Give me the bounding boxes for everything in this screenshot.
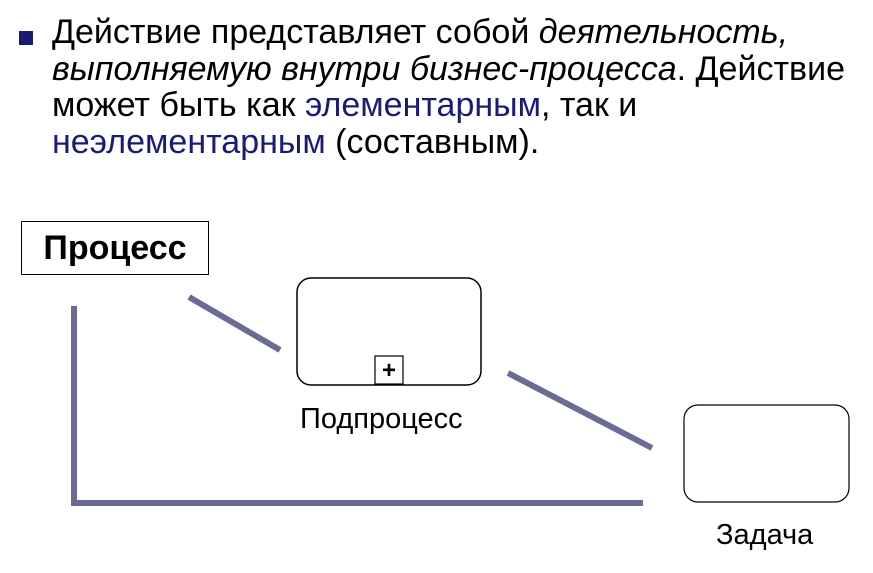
text-italic-definition: деятельность, выполняемую внутри бизнес-… [52,13,789,88]
task-label: Задача [716,519,814,551]
process-label-box: Процесс [21,221,209,275]
task-shape [683,404,850,503]
connector-line-2 [506,370,654,451]
text-non-elementary: неэлементарным [52,122,326,161]
bullet-paragraph: Действие представляет собой деятельность… [52,14,852,160]
text-part-2: . Действие может быть как [52,49,845,124]
process-bracket-line [71,306,643,506]
subprocess-shape [296,277,482,386]
process-label: Процесс [43,228,187,267]
text-part-1: Действие представляет собой [52,13,539,51]
bullet-square-icon [19,31,33,45]
connector-line-1 [187,294,282,353]
text-part-3: , так и [540,86,638,124]
text-part-4: (составным). [325,122,540,161]
subprocess-plus-icon: + [382,357,396,384]
subprocess-expand-marker [374,355,404,385]
subprocess-label: Подпроцесс [300,403,463,435]
text-elementary: элементарным [304,86,541,124]
